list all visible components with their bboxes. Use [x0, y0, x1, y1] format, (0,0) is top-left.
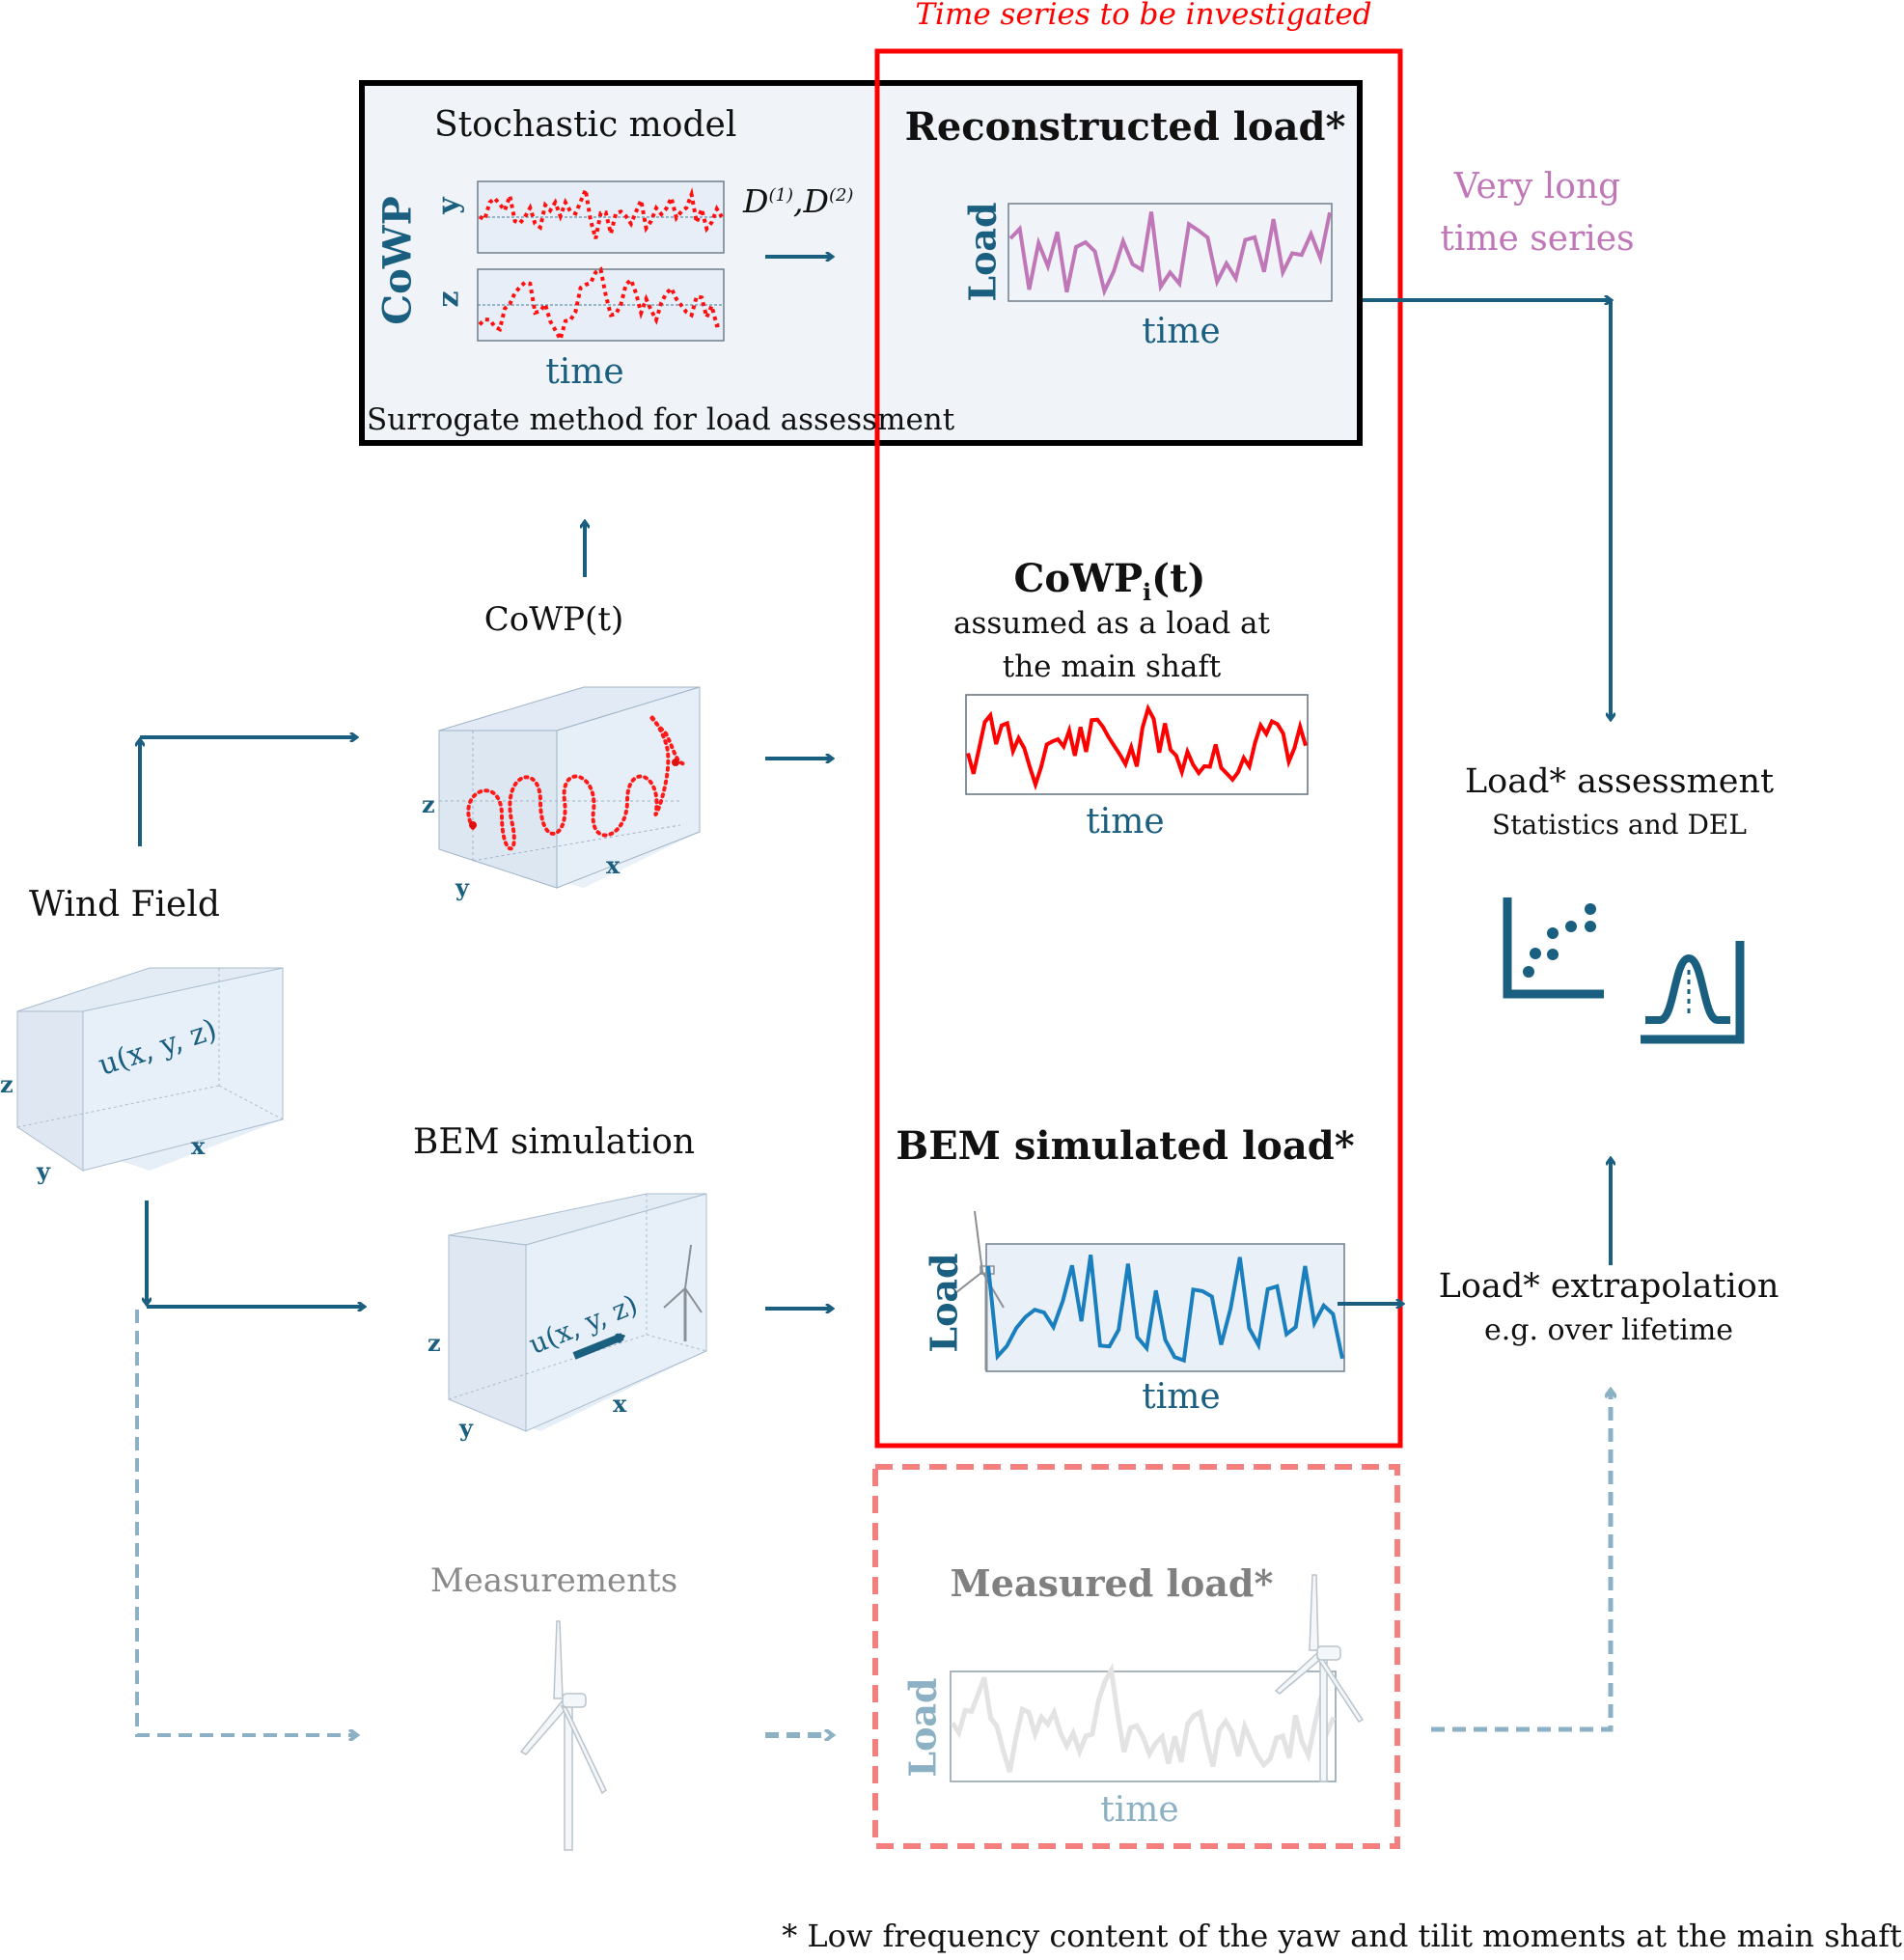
cowp-title: CoWP(t) — [483, 600, 624, 639]
stochastic-time-label: time — [545, 352, 624, 392]
wind-field-axis-y: y — [37, 1157, 50, 1185]
cowpi-title-main: CoWP — [1013, 556, 1144, 601]
cowpi-desc-line1: assumed as a load at — [953, 606, 1270, 641]
measured-turbine-icon — [1274, 1574, 1365, 1782]
cowp-axis-y: y — [455, 873, 469, 901]
investigated-title: Time series to be investigated — [915, 0, 1372, 32]
bem-title: BEM simulation — [412, 1122, 696, 1162]
drift-sup: (1) — [768, 185, 793, 206]
assessment-title: Load* assessment — [1464, 762, 1775, 801]
extrapolation-subtitle: e.g. over lifetime — [1483, 1313, 1734, 1347]
measured-y-label: Load — [900, 1677, 945, 1778]
very-long-line1: Very long — [1453, 167, 1621, 207]
reconstructed-load-series — [1008, 211, 1332, 297]
cowp-axis-x: x — [606, 851, 621, 879]
reconstructed-y-label: Load — [960, 202, 1005, 302]
bem-result-y-label: Load — [922, 1253, 966, 1353]
cowpi-title: CoWPi(t) — [1014, 560, 1206, 604]
bem-result-time-label: time — [1142, 1377, 1221, 1417]
scatter-plot-icon — [1503, 897, 1604, 999]
reconstructed-title: Reconstructed load* — [904, 104, 1346, 150]
cowpi-desc-line2: the main shaft — [1002, 649, 1222, 684]
measured-time-label: time — [1100, 1790, 1179, 1830]
bem-cube — [448, 1193, 707, 1432]
cowpi-series — [966, 703, 1308, 791]
measured-load-series — [950, 1662, 1337, 1773]
cowp-z-series — [478, 266, 723, 345]
wind-field-title: Wind Field — [29, 885, 220, 925]
y-axis-label: y — [431, 197, 466, 214]
assessment-subtitle: Statistics and DEL — [1492, 809, 1747, 841]
measured-load-box — [872, 1464, 1400, 1849]
cowp-axis-z: z — [422, 790, 435, 818]
cowpi-title-tail: (t) — [1151, 556, 1206, 601]
z-axis-label: z — [431, 290, 466, 308]
cowpi-title-sub: i — [1143, 578, 1152, 606]
surrogate-caption: Surrogate method for load assessment — [367, 402, 955, 437]
very-long-line2: time series — [1440, 219, 1635, 259]
measured-to-extrapolation-dashed-path — [1431, 1391, 1611, 1732]
extrapolation-title: Load* extrapolation — [1438, 1267, 1780, 1306]
diffusion-symbol: D — [803, 182, 829, 220]
wind-to-measurements-dashed-path — [135, 1310, 356, 1735]
diffusion-sup: (2) — [828, 185, 854, 206]
bem-result-title: BEM simulated load* — [896, 1123, 1355, 1169]
footnote: * Low frequency content of the yaw and t… — [782, 1918, 1902, 1954]
cowpi-time-label: time — [1086, 802, 1165, 842]
bem-axis-x: x — [613, 1390, 627, 1418]
drift-symbol: D — [743, 182, 769, 220]
bem-axis-z: z — [428, 1329, 441, 1357]
investigated-series-box — [874, 48, 1403, 1449]
drift-diffusion-label: D(1),D(2) — [743, 185, 853, 217]
wind-field-axis-x: x — [191, 1132, 206, 1160]
measurements-title: Measurements — [429, 1561, 678, 1600]
wind-turbine-icon — [663, 1244, 703, 1341]
bem-axis-y: y — [459, 1414, 473, 1442]
wind-field-axis-z: z — [0, 1070, 14, 1098]
reconstructed-load-plot — [1007, 203, 1333, 302]
measurement-turbine-icon — [519, 1620, 607, 1851]
wind-field-cube — [16, 967, 284, 1172]
comma: , — [792, 182, 804, 220]
flow-arrow-icon — [572, 1337, 622, 1360]
stochastic-model-title: Stochastic model — [434, 105, 737, 145]
cowp-axis-label: CoWP — [374, 196, 421, 325]
cowp-cube — [438, 686, 701, 889]
measured-result-title: Measured load* — [950, 1561, 1274, 1605]
bem-load-series — [986, 1255, 1344, 1364]
bem-load-plot — [985, 1243, 1345, 1372]
cowp-y-series — [479, 182, 724, 239]
bem-turbine-icon — [954, 1210, 1005, 1370]
reconstructed-time-label: time — [1142, 312, 1221, 351]
measured-load-plot — [950, 1670, 1337, 1782]
distribution-bell-icon — [1641, 941, 1745, 1044]
